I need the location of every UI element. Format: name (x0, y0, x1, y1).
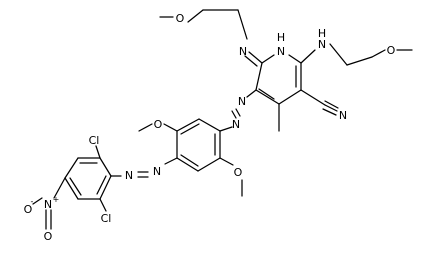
atom-o-nitro-double: O (44, 230, 53, 243)
methoxyethyl-chain-left (159, 9, 248, 40)
atom-n-imine: N (239, 45, 247, 58)
charge-minus-nitro: - (31, 197, 34, 206)
atom-n-azo-2b: N (125, 169, 133, 182)
chloro-bond-lower (99, 198, 107, 212)
nitro-group (32, 177, 66, 230)
atom-n-nitrile: N (339, 109, 347, 122)
charge-plus-nitro: + (53, 195, 60, 204)
atom-n-nitro: N (44, 198, 52, 211)
methoxyethyl-chain-right (300, 43, 413, 66)
atom-o-methoxy-top-left: O (176, 12, 185, 25)
atom-o-methoxy-lower-ring: O (234, 166, 243, 179)
atom-n-azo-1b: N (232, 118, 240, 131)
methoxy-lower (219, 157, 243, 197)
pyridine-ring (255, 54, 302, 105)
atom-o-nitro-single: O (24, 203, 33, 216)
central-benzene-ring (176, 118, 221, 172)
azo-linkage-lower (110, 157, 178, 178)
atom-o-methoxy-upper-ring: O (154, 118, 163, 131)
atom-o-methoxy-top-right: O (387, 44, 396, 57)
atom-cl-lower: Cl (101, 212, 112, 225)
chloro-bond-upper (95, 145, 101, 159)
atom-h-amine: H (318, 27, 326, 40)
atom-h-ring: H (277, 31, 285, 44)
atom-n-ring: N (277, 45, 285, 58)
atom-n-azo-2a: N (153, 165, 161, 178)
azo-linkage-upper (219, 89, 257, 132)
atom-cl-upper: Cl (89, 134, 100, 147)
methoxy-upper (138, 123, 178, 132)
nitrile-group (300, 89, 339, 116)
atom-n-amine: N (318, 38, 326, 51)
atom-n-azo-1a: N (238, 95, 246, 108)
imine-bond (244, 51, 263, 67)
dichloronitrophenyl-ring (64, 157, 112, 200)
